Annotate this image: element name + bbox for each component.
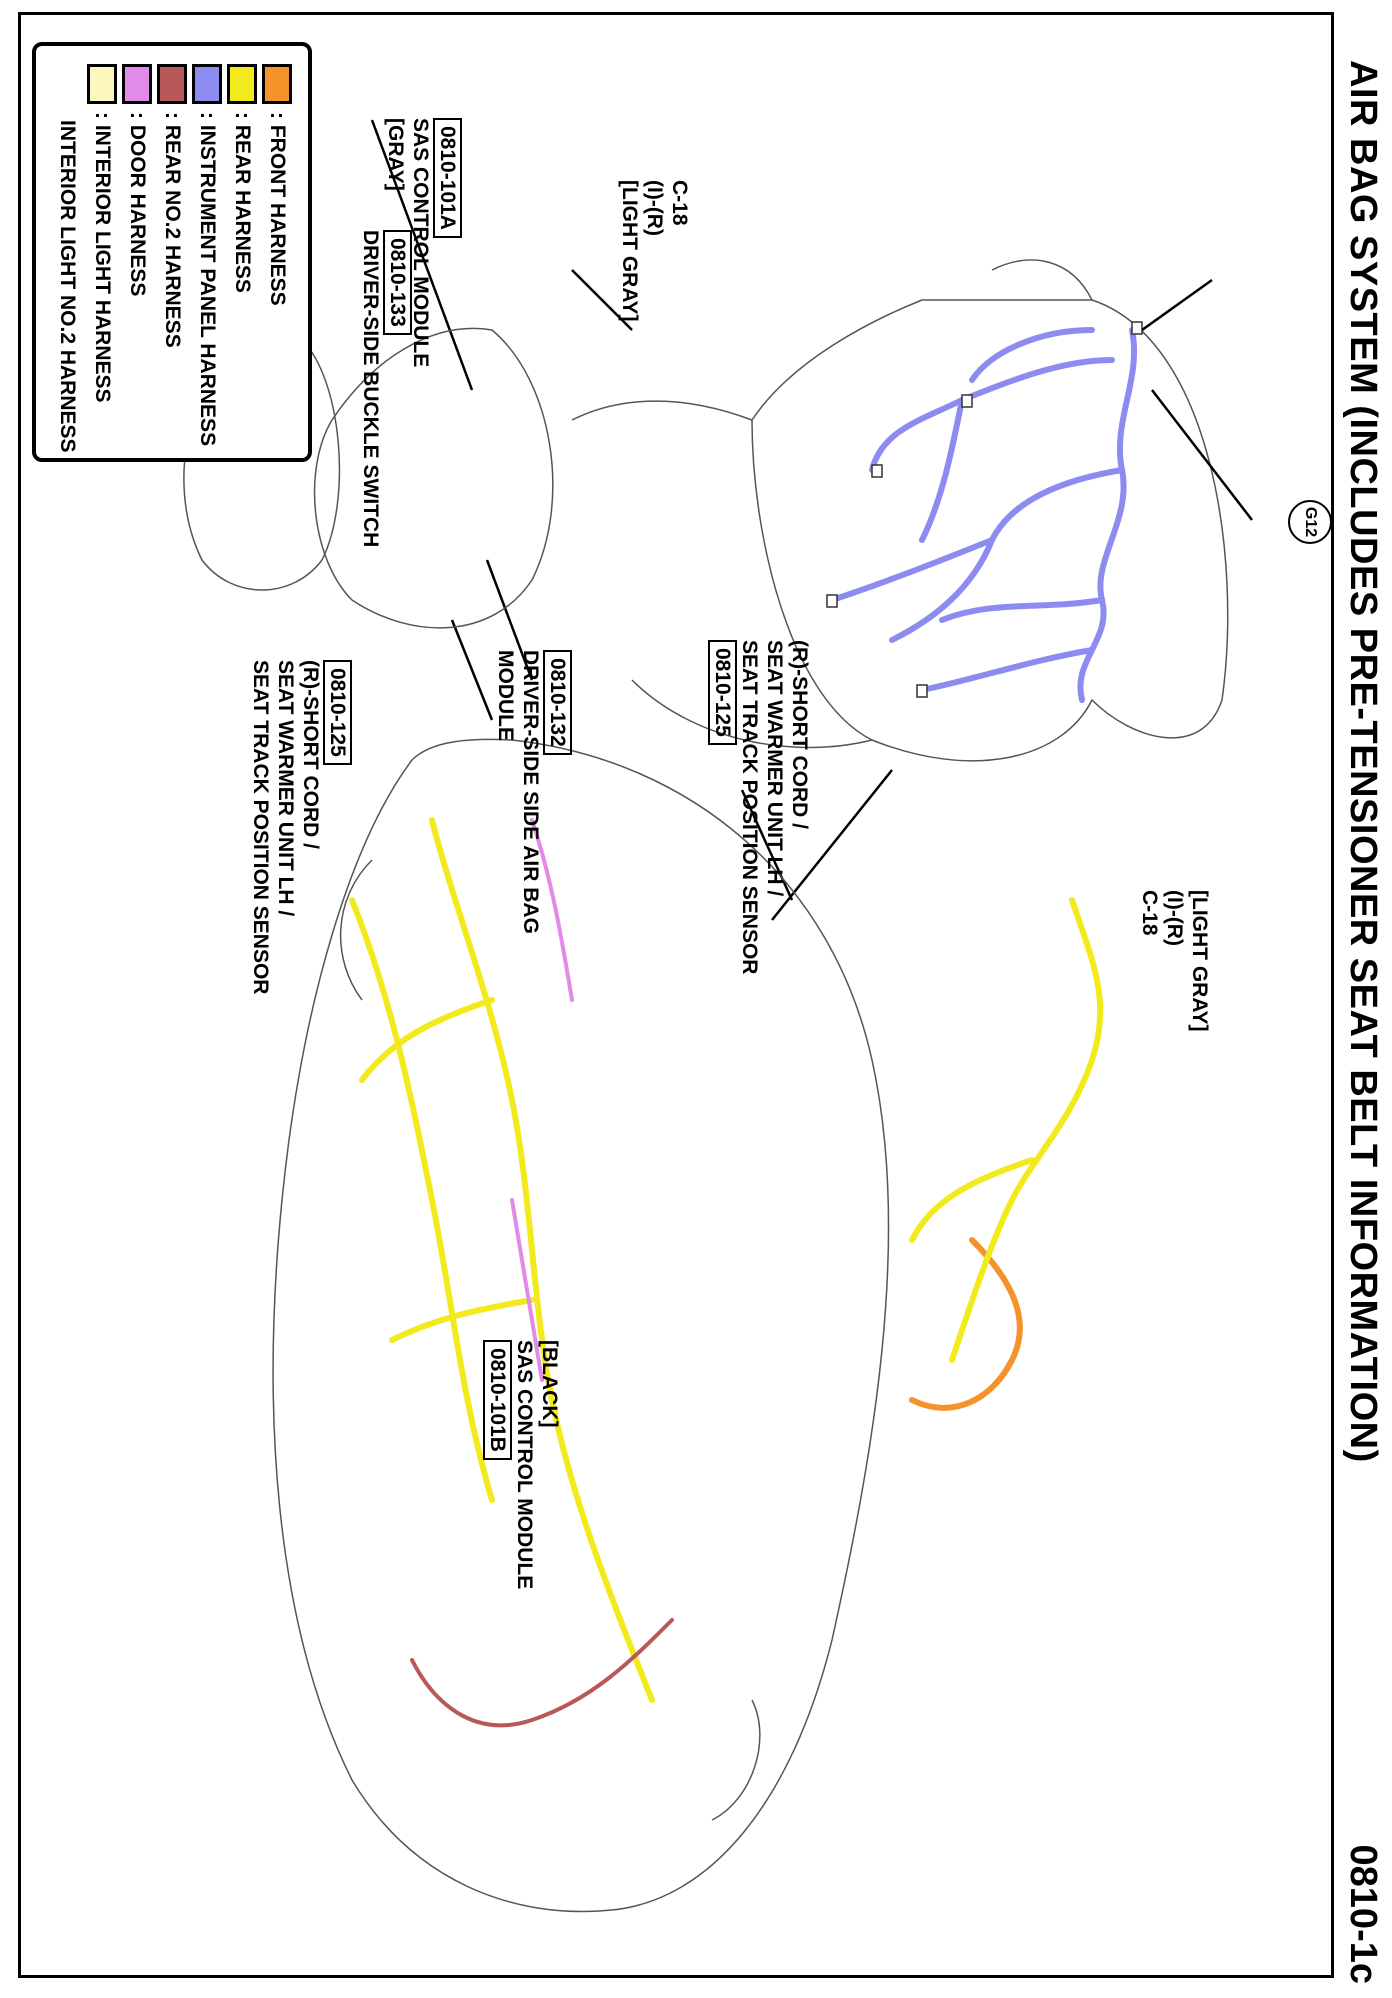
callout-line: C-18 [1138, 890, 1161, 936]
legend-item-interior-light-harness: : INTERIOR LIGHT HARNESS [87, 64, 117, 403]
legend-label: : REAR NO.2 HARNESS [161, 112, 184, 348]
callout-line: (R)-SHORT CORD / [299, 660, 322, 849]
legend-item-front-harness: : FRONT HARNESS [262, 64, 292, 306]
legend-swatch [262, 64, 292, 104]
callout-line: [LIGHT GRAY] [618, 180, 641, 322]
legend-swatch [87, 64, 117, 104]
instrument-panel-connectors [826, 321, 1143, 698]
legend-item-rear-harness: : REAR HARNESS [227, 64, 257, 293]
callout-sas-control-module-b: [BLACK] SAS CONTROL MODULE 0810-101B [483, 1340, 562, 1589]
legend-label: : INSTRUMENT PANEL HARNESS [196, 112, 219, 447]
rear-harness [349, 817, 655, 1703]
legend-label: : INTERIOR LIGHT HARNESS [91, 112, 114, 403]
callout-line: SEAT TRACK POSITION SENSOR [738, 640, 761, 975]
legend-swatch [157, 64, 187, 104]
callout-line: [LIGHT GRAY] [1188, 890, 1211, 1032]
callout-line: MODULE [494, 650, 517, 741]
callout-line: DRIVER-SIDE BUCKLE SWITCH [359, 230, 382, 548]
callout-line: SEAT WARMER UNIT LH / [763, 640, 786, 897]
callout-line: DRIVER-SIDE SIDE AIR BAG [519, 650, 542, 934]
callout-short-cord-left: 0810-125 (R)-SHORT CORD / SEAT WARMER UN… [248, 660, 352, 994]
connector-code: 0810-101A [433, 118, 462, 238]
callout-line: (I)-(R) [1163, 890, 1186, 946]
instrument-panel-harness [829, 327, 1138, 703]
connector-code: 0810-133 [383, 230, 412, 335]
callout-driver-side-buckle-switch: 0810-133 DRIVER-SIDE BUCKLE SWITCH [358, 230, 412, 547]
rear-no2-harness [410, 1618, 674, 1728]
connector-code: 0810-125 [708, 640, 737, 745]
callout-line: (I)-(R) [643, 180, 666, 236]
legend-item-rear-no2-harness: : REAR NO.2 HARNESS [157, 64, 187, 348]
callout-line: C-18 [668, 180, 691, 226]
harness-legend: : FRONT HARNESS : REAR HARNESS : INSTRUM… [32, 42, 312, 462]
callout-line: SEAT WARMER UNIT LH / [274, 660, 297, 917]
callout-lines [370, 119, 1253, 921]
callout-line: [BLACK] [538, 1340, 561, 1428]
legend-swatch [122, 64, 152, 104]
ground-g12: G12 [1288, 500, 1332, 544]
callout-line: [GRAY] [384, 118, 407, 191]
callout-c18-top: C-18 (I)-(R) [LIGHT GRAY] [617, 180, 692, 322]
legend-item-interior-light-no2-harness: INTERIOR LIGHT NO.2 HARNESS [52, 112, 82, 453]
connector-code: 0810-125 [323, 660, 352, 765]
callout-line: SAS CONTROL MODULE [409, 118, 432, 368]
callout-driver-side-side-air-bag-module: 0810-132 DRIVER-SIDE SIDE AIR BAG MODULE [493, 650, 572, 934]
instrument-panel-drawing [571, 259, 1229, 762]
rear-harness-right [909, 897, 1104, 1363]
callout-line: (R)-SHORT CORD / [788, 640, 811, 829]
front-harness [909, 1237, 1023, 1411]
connector-code: 0810-132 [543, 650, 572, 755]
callout-c18-right: [LIGHT GRAY] (I)-(R) C-18 [1137, 890, 1212, 1032]
legend-label: : FRONT HARNESS [266, 112, 289, 306]
connector-code: 0810-101B [483, 1340, 512, 1460]
legend-item-door-harness: : DOOR HARNESS [122, 64, 152, 296]
legend-label: : DOOR HARNESS [126, 112, 149, 297]
legend-label: INTERIOR LIGHT NO.2 HARNESS [56, 120, 79, 453]
legend-swatch [227, 64, 257, 104]
legend-swatch [192, 64, 222, 104]
door-harness [510, 818, 574, 1382]
callout-line: SAS CONTROL MODULE [513, 1340, 536, 1590]
callout-short-cord-right: (R)-SHORT CORD / SEAT WARMER UNIT LH / S… [708, 640, 812, 974]
callout-line: SEAT TRACK POSITION SENSOR [249, 660, 272, 995]
legend-label: : REAR HARNESS [231, 112, 254, 293]
car-drawing [272, 738, 890, 1913]
legend-item-instrument-panel-harness: : INSTRUMENT PANEL HARNESS [192, 64, 222, 446]
